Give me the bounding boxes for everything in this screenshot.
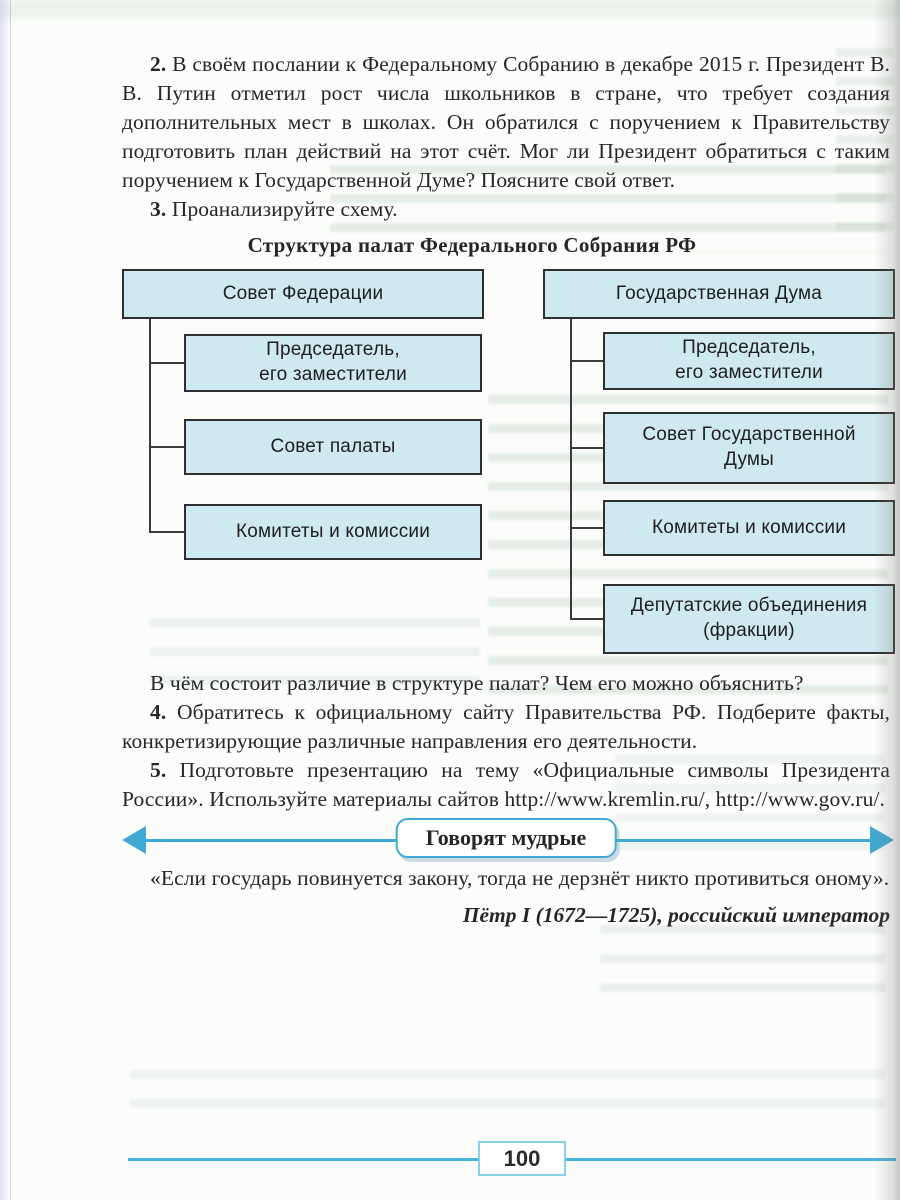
connector-line <box>149 446 184 448</box>
box-gd-komitety: Комитеты и комиссии <box>603 500 895 556</box>
task-2-number: 2. <box>150 52 167 76</box>
connector-line <box>570 360 603 362</box>
quote-text: «Если государь повинуется закону, тогда … <box>150 866 890 890</box>
task-5-paragraph: 5. Подготовьте презентацию на тему «Офиц… <box>122 756 890 814</box>
bleedthrough-texture <box>600 925 885 995</box>
task-4-number: 4. <box>150 700 167 724</box>
box-gd-predsedatel: Председатель, его заместители <box>603 332 895 390</box>
connector-line <box>570 527 603 529</box>
task-4-text: Обратитесь к официальному сайту Правител… <box>122 700 890 753</box>
diagram-canvas: Совет Федерации Председатель, его замест… <box>122 269 895 669</box>
connector-line <box>149 319 151 533</box>
task-3-paragraph: 3. Проанализируйте схему. <box>122 195 890 224</box>
task-3-number: 3. <box>150 197 167 221</box>
task-2-text: В своём послании к Федеральному Собранию… <box>122 52 890 192</box>
wise-sayings-banner: Говорят мудрые <box>122 818 894 864</box>
box-gosudarstvennaya-duma: Государственная Дума <box>543 269 895 319</box>
banner-title: Говорят мудрые <box>395 818 617 858</box>
quote-attribution: Пётр I (1672—1725), российский император <box>462 903 890 927</box>
task-2-paragraph: 2. В своём послании к Федеральному Собра… <box>122 50 890 195</box>
connector-line <box>570 618 603 620</box>
task-5-text: Подготовьте презентацию на тему «Официал… <box>122 758 890 811</box>
task-4-paragraph: 4. Обратитесь к официальному сайту Прави… <box>122 698 890 756</box>
box-sf-predsedatel: Председатель, его заместители <box>184 334 482 392</box>
box-gd-frakcii: Депутатские объединения (фракции) <box>603 584 895 654</box>
page-number: 100 <box>478 1141 566 1176</box>
bleedthrough-texture <box>130 1070 885 1125</box>
arrow-left-icon <box>122 826 146 854</box>
connector-line <box>149 531 184 533</box>
connector-line <box>149 362 184 364</box>
task-5-number: 5. <box>150 758 167 782</box>
page-content: 2. В своём послании к Федеральному Собра… <box>122 50 895 930</box>
connector-line <box>570 447 603 449</box>
task-3-text: Проанализируйте схему. <box>171 197 398 221</box>
box-sovet-federacii: Совет Федерации <box>122 269 484 319</box>
box-sf-komitety: Комитеты и комиссии <box>184 504 482 560</box>
federal-assembly-structure-diagram: Структура палат Федерального Собрания РФ… <box>122 230 895 669</box>
diagram-question-paragraph: В чём состоит различие в структуре палат… <box>150 671 804 695</box>
connector-line <box>570 319 572 620</box>
box-gd-sovet-dumy: Совет Государственной Думы <box>603 412 895 484</box>
diagram-title: Структура палат Федерального Собрания РФ <box>247 233 697 257</box>
bleedthrough-texture <box>0 0 900 18</box>
box-sf-sovet-palaty: Совет палаты <box>184 419 482 475</box>
page-left-edge <box>0 0 11 1200</box>
arrow-right-icon <box>870 826 894 854</box>
